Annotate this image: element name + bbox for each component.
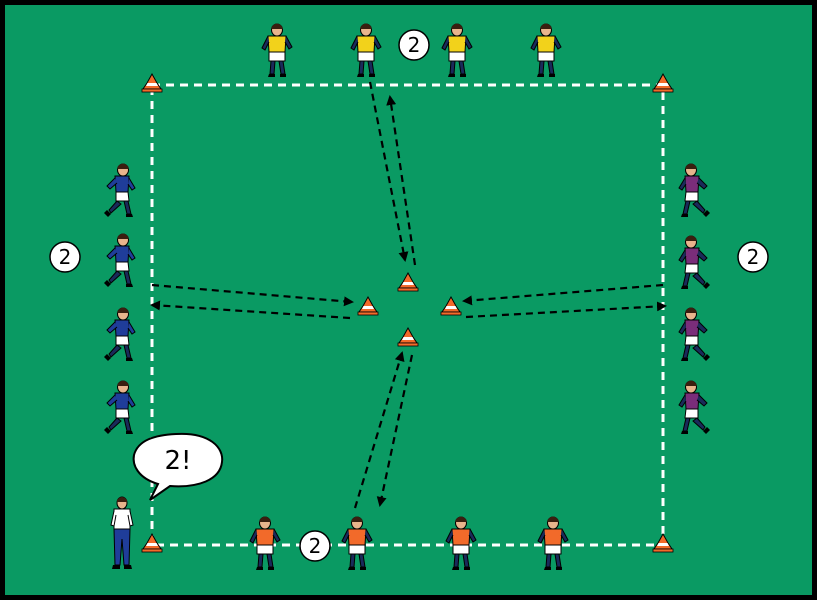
arrow-bottom-in bbox=[353, 351, 405, 509]
arrow-left-out bbox=[150, 300, 351, 320]
arrow-left-in bbox=[151, 283, 354, 307]
group-label-top-text: 2 bbox=[408, 33, 421, 57]
group-label-right: 2 bbox=[737, 241, 769, 273]
group-label-left: 2 bbox=[49, 241, 81, 273]
group-label-left-text: 2 bbox=[59, 245, 72, 269]
arrow-bottom-out bbox=[376, 354, 414, 507]
arrow-right-out bbox=[465, 301, 667, 319]
group-label-right-text: 2 bbox=[747, 245, 760, 269]
playing-area-boundary bbox=[150, 83, 665, 547]
movement-arrows bbox=[150, 81, 667, 509]
coach-call-text: 2! bbox=[165, 446, 192, 476]
group-label-bottom: 2 bbox=[299, 530, 331, 562]
coach-icon bbox=[110, 496, 134, 569]
group-label-top: 2 bbox=[398, 29, 430, 61]
arrow-top-out bbox=[386, 95, 417, 266]
arrow-top-in bbox=[368, 81, 409, 262]
pitch-field bbox=[5, 5, 812, 595]
group-label-bottom-text: 2 bbox=[309, 534, 322, 558]
speech-bubble-icon: 2! bbox=[132, 432, 224, 501]
arrow-right-in bbox=[462, 283, 664, 306]
